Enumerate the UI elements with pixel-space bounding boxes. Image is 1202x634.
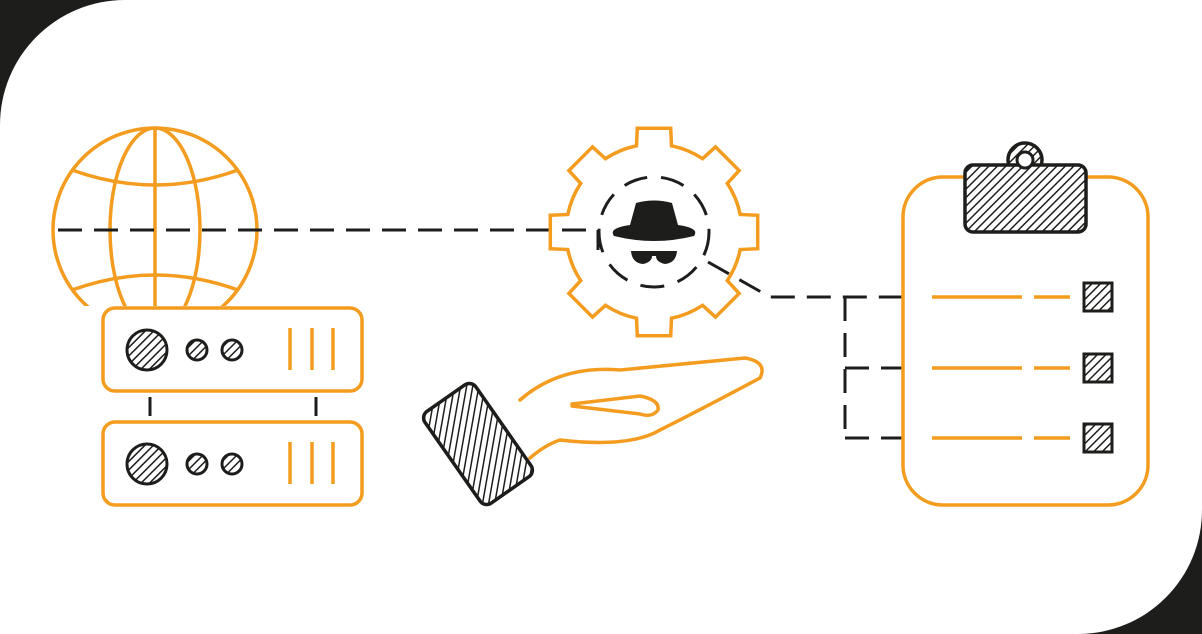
connector-dashed-lines [707,260,925,440]
server-unit [101,420,364,507]
hand-icon [421,356,764,507]
incognito-spy-icon [597,175,711,289]
checkbox [1082,352,1114,384]
checkbox [1082,281,1114,313]
server-icon [101,306,364,507]
gear-icon [548,126,760,338]
clipboard-checklist-icon [901,141,1150,507]
server-unit [101,306,364,393]
checkbox [1082,422,1114,454]
